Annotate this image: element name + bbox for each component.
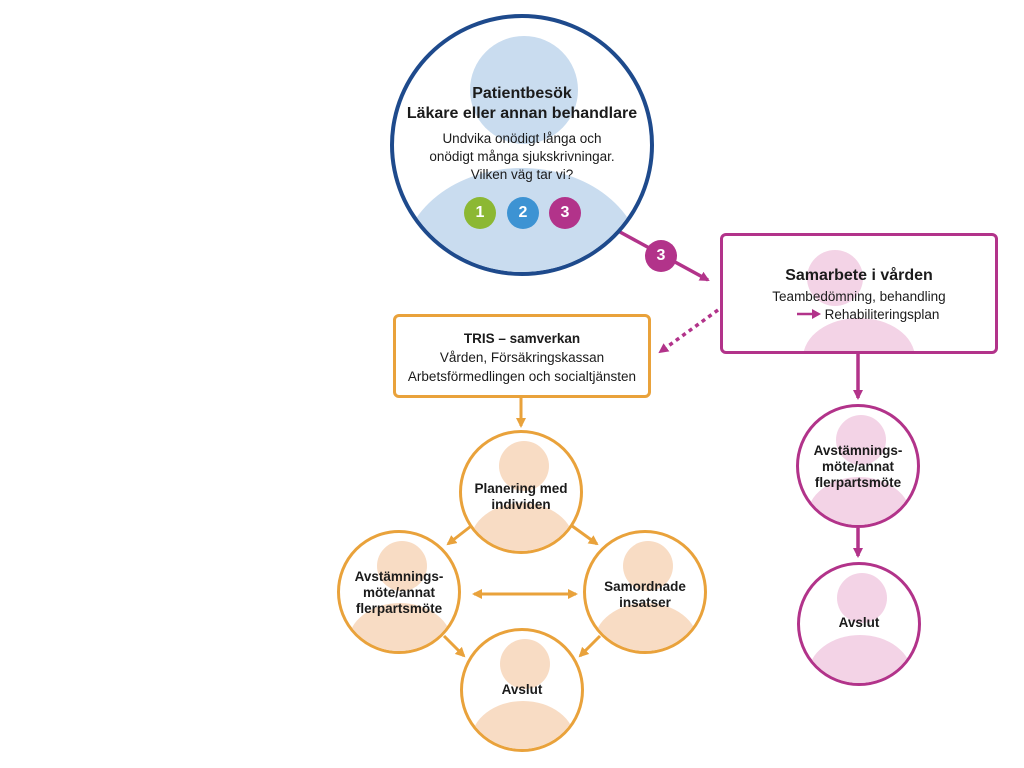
tris-title: TRIS – samverkan [463, 331, 581, 346]
samordnade-circle: Samordnade insatser [583, 530, 707, 654]
person-head-icon [837, 573, 887, 623]
patient-text-line-3: Vilken väg tar vi? [470, 167, 574, 182]
patient-subtitle: Läkare eller annan behandlare [406, 105, 638, 122]
person-head-icon [377, 541, 427, 591]
avstamning-circle-orange: Avstämnings- möte/annat flerpartsmöte [337, 530, 461, 654]
arrow-samarbete-to-tris-dotted [658, 308, 720, 354]
patient-text-line-1: Undvika onödigt långa och [442, 131, 602, 146]
arrow-planering-to-samordnade [567, 521, 599, 546]
patient-title: Patientbesök [472, 85, 572, 102]
patient-visit-circle: Patientbesök Läkare eller annan behandla… [390, 14, 654, 276]
samarbete-box: Samarbete i vården Teambedömning, behand… [720, 233, 998, 354]
avstamning-magenta-label-2: möte/annat [821, 459, 894, 474]
person-head-icon [807, 250, 863, 306]
path-badge-3: 3 [645, 240, 677, 272]
person-head-icon [623, 541, 673, 591]
planering-circle: Planering med individen [459, 430, 583, 554]
tris-line-1: Vården, Försäkringskassan [439, 350, 605, 365]
avstamning-magenta-label-1: Avstämnings- [813, 443, 903, 458]
avslut-magenta-label: Avslut [838, 615, 880, 630]
person-head-icon [500, 639, 550, 689]
samarbete-line-1: Teambedömning, behandling [772, 289, 946, 304]
samarbete-line-2: Rehabiliteringsplan [824, 307, 940, 322]
avstamning-orange-label-3: flerpartsmöte [355, 601, 443, 616]
samarbete-title: Samarbete i vården [785, 267, 933, 284]
planering-label-2: individen [491, 497, 551, 512]
option-badge-2: 2 [507, 197, 539, 229]
avstamning-circle-magenta: Avstämnings- möte/annat flerpartsmöte [796, 404, 920, 528]
option-badge-3: 3 [549, 197, 581, 229]
avstamning-orange-label-2: möte/annat [362, 585, 435, 600]
samordnade-label-2: insatser [619, 595, 671, 610]
planering-label-1: Planering med [474, 481, 568, 496]
avstamning-magenta-label-3: flerpartsmöte [814, 475, 902, 490]
arrow-right-icon [796, 306, 821, 324]
person-body-icon [471, 701, 575, 749]
tris-line-2: Arbetsförmedlingen och socialtjänsten [407, 369, 637, 384]
person-head-icon [836, 415, 886, 465]
patient-text-line-2: onödigt många sjukskrivningar. [429, 149, 615, 164]
option-badge-1: 1 [464, 197, 496, 229]
avslut-circle-orange: Avslut [460, 628, 584, 752]
person-head-icon [470, 36, 578, 144]
samordnade-label-1: Samordnade [604, 579, 686, 594]
avslut-circle-magenta: Avslut [797, 562, 921, 686]
avstamning-orange-label-1: Avstämnings- [354, 569, 444, 584]
avslut-orange-label: Avslut [501, 682, 543, 697]
tris-box: TRIS – samverkan Vården, Försäkringskass… [393, 314, 651, 398]
person-body-icon [808, 635, 912, 683]
person-head-icon [499, 441, 549, 491]
